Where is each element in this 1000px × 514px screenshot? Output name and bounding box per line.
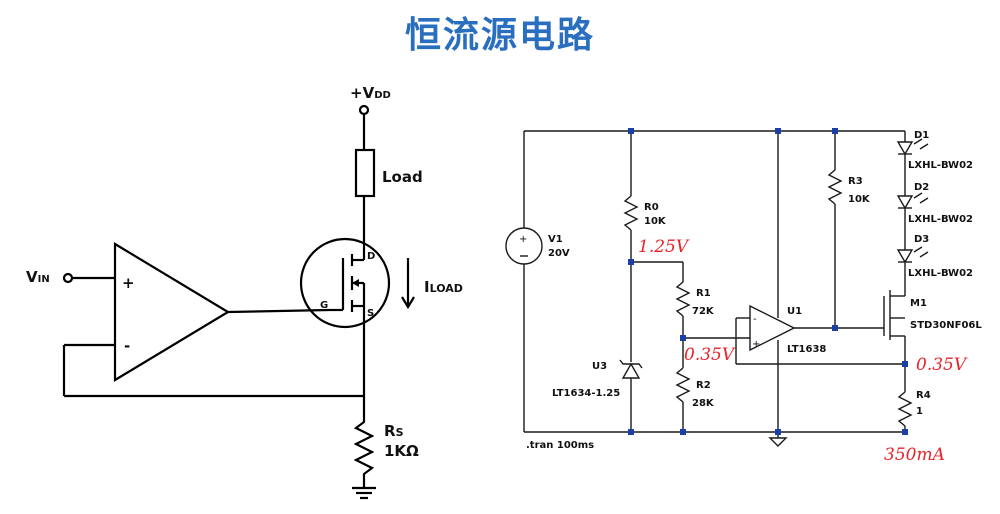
- u3-part: LT1634-1.25: [552, 388, 620, 399]
- d2-led: [896, 195, 914, 210]
- rs-resistor: [353, 416, 375, 484]
- left-schematic: +VDD Load D G S ILOAD RS 1KΩ: [26, 84, 463, 500]
- note-350ma: 350mA: [884, 445, 945, 465]
- r1-label: R1: [696, 288, 711, 299]
- r1-value: 72K: [692, 306, 715, 317]
- opamp-triangle: [113, 242, 231, 382]
- vin-label: VIN: [26, 268, 50, 286]
- vin-terminal: [62, 272, 74, 284]
- d1-label: D1: [914, 130, 929, 141]
- svg-text:-: -: [753, 314, 757, 325]
- load-label: Load: [382, 168, 423, 186]
- svg-text:+: +: [752, 339, 760, 350]
- r1-resistor: [675, 281, 691, 317]
- u1-ground-icon: [768, 437, 788, 447]
- u3-label: U3: [592, 361, 607, 372]
- note-0-35v-a: 0.35V: [684, 345, 736, 365]
- r4-value: 1: [916, 406, 923, 417]
- r2-resistor: [675, 367, 691, 403]
- r3-resistor: [827, 169, 843, 205]
- m1-part: STD30NF06L: [910, 320, 982, 331]
- rs-value: 1KΩ: [384, 442, 419, 460]
- right-schematic: + V1 20V R0 10K U3 LT1634-1.25 R1 72K R2…: [505, 128, 982, 465]
- r4-label: R4: [916, 390, 931, 401]
- tran-directive: .tran 100ms: [526, 440, 594, 451]
- d1-led: [896, 141, 914, 156]
- d2-part: LXHL-BW02: [908, 214, 973, 225]
- iload-label: ILOAD: [424, 278, 463, 296]
- r2-value: 28K: [692, 398, 715, 409]
- rs-label: RS: [384, 422, 404, 440]
- u1-opamp: [749, 304, 796, 352]
- u1-label: U1: [787, 306, 802, 317]
- page-title: 恒流源电路: [404, 15, 595, 56]
- svg-text:+: +: [519, 234, 527, 245]
- load-box: [354, 148, 376, 198]
- r2-label: R2: [696, 380, 711, 391]
- mosfet-d-label: D: [367, 251, 375, 262]
- mosfet-s-label: S: [367, 308, 374, 319]
- m1-label: M1: [910, 298, 927, 309]
- r3-label: R3: [848, 176, 863, 187]
- d2-label: D2: [914, 182, 929, 193]
- r0-label: R0: [644, 202, 659, 213]
- r4-resistor: [897, 391, 913, 427]
- r0-value: 10K: [644, 216, 667, 227]
- v1-label: V1: [548, 234, 563, 245]
- u1-part: LT1638: [787, 344, 826, 355]
- d1-part: LXHL-BW02: [908, 160, 973, 171]
- vdd-label: +VDD: [350, 84, 391, 102]
- r3-value: 10K: [848, 194, 871, 205]
- note-0-35v-b: 0.35V: [916, 355, 968, 375]
- vdd-terminal: [358, 104, 370, 116]
- mosfet-g-label: G: [320, 300, 328, 311]
- u3-zener: [621, 362, 641, 379]
- d3-part: LXHL-BW02: [908, 268, 973, 279]
- note-1-25v: 1.25V: [638, 237, 690, 257]
- d3-label: D3: [914, 234, 929, 245]
- v1-value: 20V: [548, 248, 570, 259]
- d3-led: [896, 249, 914, 264]
- mosfet-circle: [299, 237, 391, 329]
- opamp-minus: -: [124, 337, 130, 355]
- r0-resistor: [623, 195, 639, 231]
- opamp-plus: +: [122, 274, 135, 292]
